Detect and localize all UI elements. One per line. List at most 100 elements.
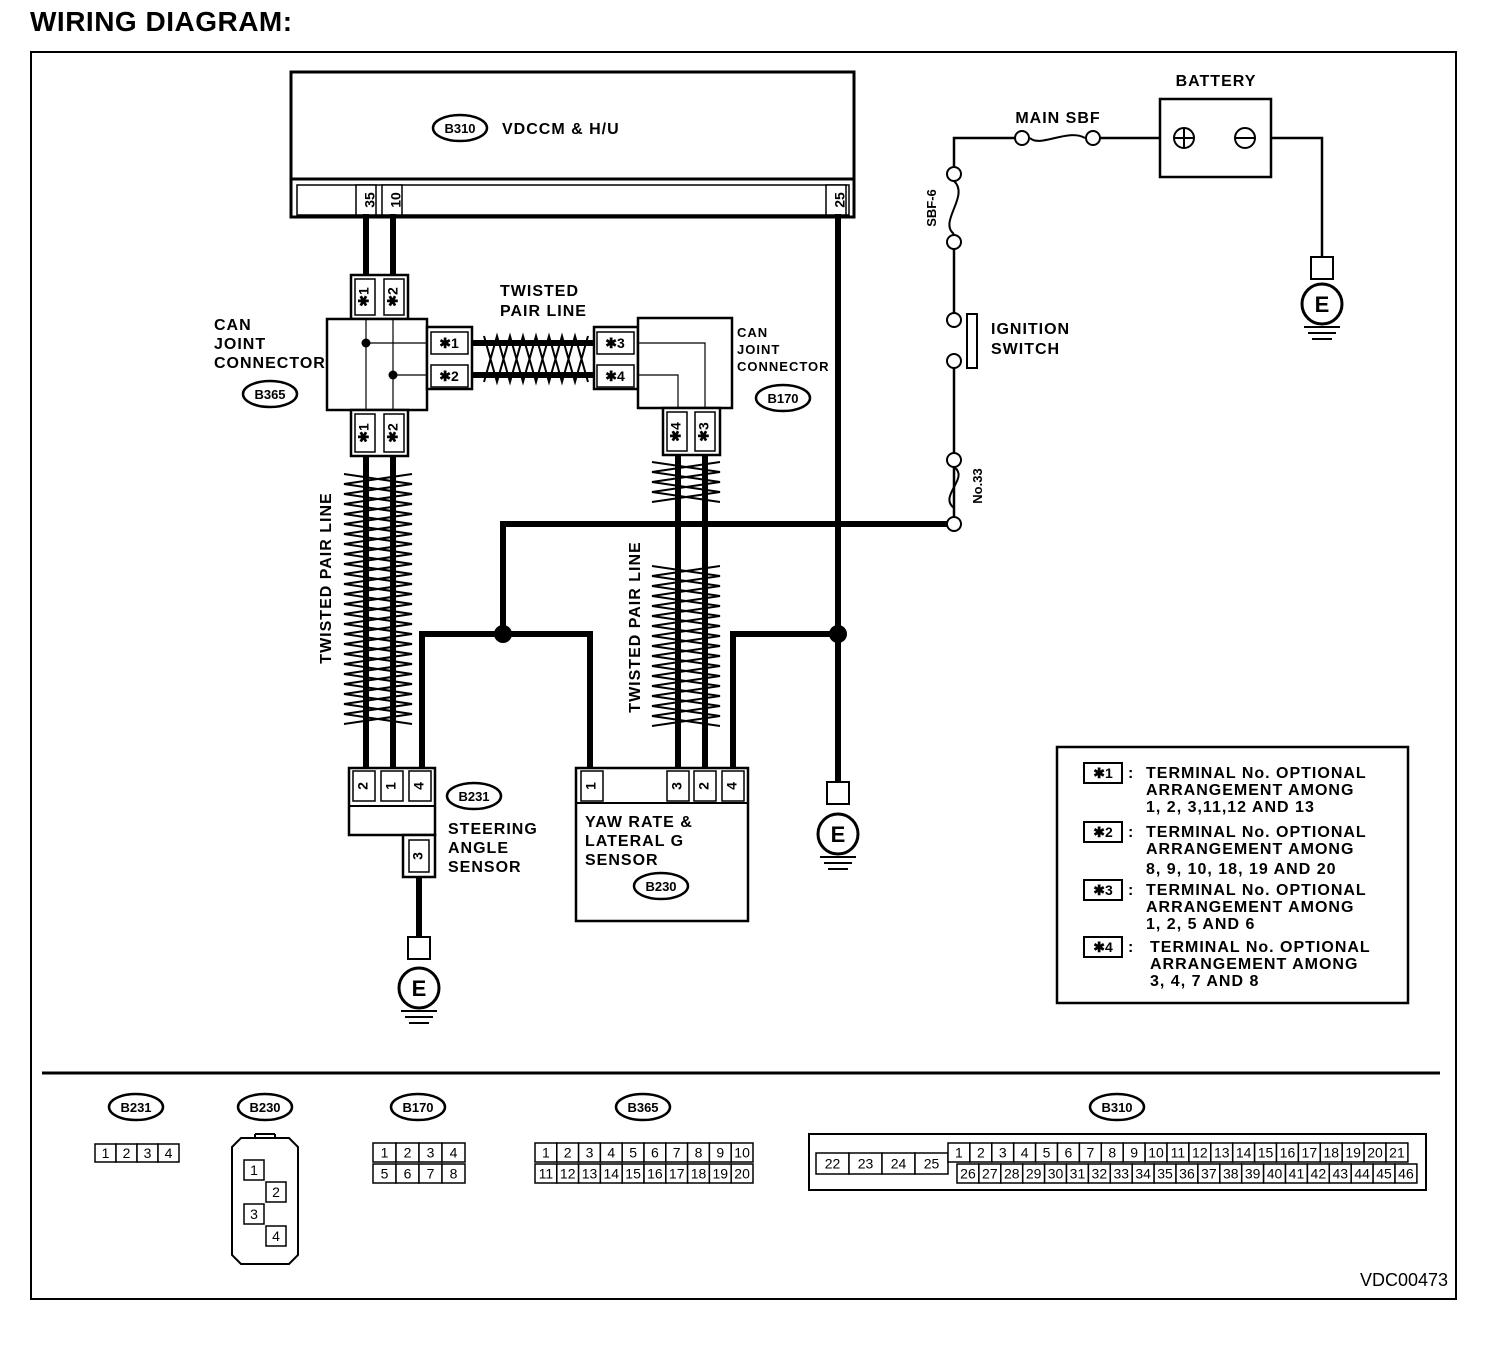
b230-code: B230	[645, 879, 676, 894]
legend-2-line2: ARRANGEMENT AMONG	[1146, 841, 1354, 858]
b365-pin: 18	[691, 1166, 707, 1182]
fuse-label: No.33	[970, 468, 985, 503]
svg-text:3: 3	[410, 852, 426, 860]
b170-pin: 4	[450, 1145, 458, 1161]
b365-pin: 4	[607, 1145, 615, 1161]
b365-pin: 11	[539, 1166, 554, 1182]
svg-text:✱3: ✱3	[696, 422, 712, 442]
b310-pin: 7	[1086, 1145, 1094, 1161]
b170-pin: 6	[404, 1166, 412, 1182]
b310-pin: 28	[1004, 1166, 1020, 1182]
b310-pin: 26	[960, 1166, 976, 1182]
legend-3-line3: 1, 2, 5 AND 6	[1146, 916, 1255, 933]
b365-pin: 3	[586, 1145, 594, 1161]
b310-pin: 3	[999, 1145, 1007, 1161]
b170-pin: 5	[381, 1166, 389, 1182]
b365-name-line1: CAN	[214, 317, 252, 334]
svg-text:E: E	[412, 976, 427, 1001]
b310-pin: 37	[1201, 1166, 1217, 1182]
power-terminals	[946, 130, 1101, 532]
legend-3-line2: ARRANGEMENT AMONG	[1146, 899, 1354, 916]
twisted-left-label: TWISTED PAIR LINE	[318, 492, 335, 663]
b365-name-line3: CONNECTOR	[214, 355, 326, 372]
b231-pin: 4	[165, 1145, 173, 1161]
b230-pin: 4	[272, 1228, 280, 1244]
svg-text:E: E	[1315, 292, 1330, 317]
b310-pin: 11	[1171, 1145, 1186, 1161]
svg-text:✱3: ✱3	[1093, 882, 1113, 898]
b170-pin: 1	[381, 1145, 389, 1161]
ground-steering: E	[397, 936, 441, 1024]
b365-pin: 1	[542, 1145, 550, 1161]
ignition-label-line2: SWITCH	[991, 341, 1060, 358]
b310-pin: 5	[1043, 1145, 1051, 1161]
b310-pin: 30	[1048, 1166, 1064, 1182]
b365-pin: 19	[713, 1166, 729, 1182]
b230-cell	[243, 1203, 265, 1225]
diagram-frame	[30, 51, 1457, 1300]
b310-pin: 1	[955, 1145, 963, 1161]
b230-cell	[243, 1159, 265, 1181]
twisted-top-line1: TWISTED	[500, 283, 579, 300]
b230-pin: 3	[250, 1206, 258, 1222]
b310-cell	[1385, 1142, 1409, 1163]
page-title: WIRING DIAGRAM:	[30, 6, 293, 37]
b365-pin: 10	[734, 1145, 750, 1161]
svg-text:✱1: ✱1	[1093, 765, 1113, 781]
legend-2-line3: 8, 9, 10, 18, 19 AND 20	[1146, 861, 1337, 878]
legend-1-line1: TERMINAL No. OPTIONAL	[1146, 765, 1367, 782]
b231-code: B231	[458, 789, 489, 804]
b365-pin: 8	[695, 1145, 703, 1161]
view-b231-badge	[107, 1092, 165, 1122]
b310-pin: 6	[1065, 1145, 1073, 1161]
b310-pin: 31	[1070, 1166, 1086, 1182]
steering-name-line1: STEERING	[448, 821, 538, 838]
b310-pin: 21	[1389, 1145, 1405, 1161]
twisted-right-label: TWISTED PAIR LINE	[627, 541, 644, 712]
b365-cell	[730, 1163, 754, 1184]
svg-text:✱3: ✱3	[605, 335, 625, 351]
b310-pin: 46	[1398, 1166, 1414, 1182]
svg-text::: :	[1128, 824, 1134, 841]
b365-pin: 15	[625, 1166, 641, 1182]
b310-badge	[431, 113, 489, 143]
b170-name-line2: JOINT	[737, 342, 780, 357]
yaw-name-line1: YAW RATE &	[585, 814, 693, 831]
b310-pin: 29	[1026, 1166, 1042, 1182]
vdccm-pin-35: 35	[362, 192, 378, 208]
svg-text:✱4: ✱4	[1093, 939, 1113, 955]
b170-pin: 3	[427, 1145, 435, 1161]
legend-4-line2: ARRANGEMENT AMONG	[1150, 956, 1358, 973]
b365-pin: 17	[669, 1166, 685, 1182]
b310-pin: 2	[977, 1145, 985, 1161]
b310-cell	[1394, 1163, 1418, 1184]
b365-pin: 20	[734, 1166, 750, 1182]
steering-name-line2: ANGLE	[448, 840, 509, 857]
b310-pin: 32	[1092, 1166, 1108, 1182]
figure-id: VDC00473	[1359, 1270, 1448, 1290]
legend-1-line3: 1, 2, 3,11,12 AND 13	[1146, 799, 1315, 816]
svg-text:4: 4	[411, 782, 427, 790]
ground-battery: E	[1300, 256, 1344, 340]
b310-pin: 15	[1258, 1145, 1274, 1161]
b310-pin: 20	[1367, 1145, 1383, 1161]
b170-pin: 8	[450, 1166, 458, 1182]
b365-cell	[730, 1142, 754, 1163]
svg-text:✱1: ✱1	[439, 335, 459, 351]
b310-pin: 8	[1108, 1145, 1116, 1161]
b230-pin: 1	[250, 1162, 258, 1178]
svg-text:✱2: ✱2	[439, 368, 459, 384]
svg-text:1: 1	[383, 782, 399, 790]
b310-cell	[914, 1152, 949, 1175]
svg-text:✱4: ✱4	[605, 368, 625, 384]
can-joint-b365: ✱1 ✱2 ✱1 ✱2 ✱1 ✱2 CAN JOINT CONNECTOR B3…	[214, 273, 474, 458]
view-b365-badge	[614, 1092, 672, 1122]
b170-code: B170	[767, 391, 798, 406]
steering-name-line3: SENSOR	[448, 859, 522, 876]
b310-pin: 27	[982, 1166, 998, 1182]
b310-pin: 14	[1236, 1145, 1252, 1161]
b310-pin: 39	[1245, 1166, 1261, 1182]
b231-pin: 1	[102, 1145, 110, 1161]
legend-4-line3: 3, 4, 7 AND 8	[1150, 973, 1259, 990]
